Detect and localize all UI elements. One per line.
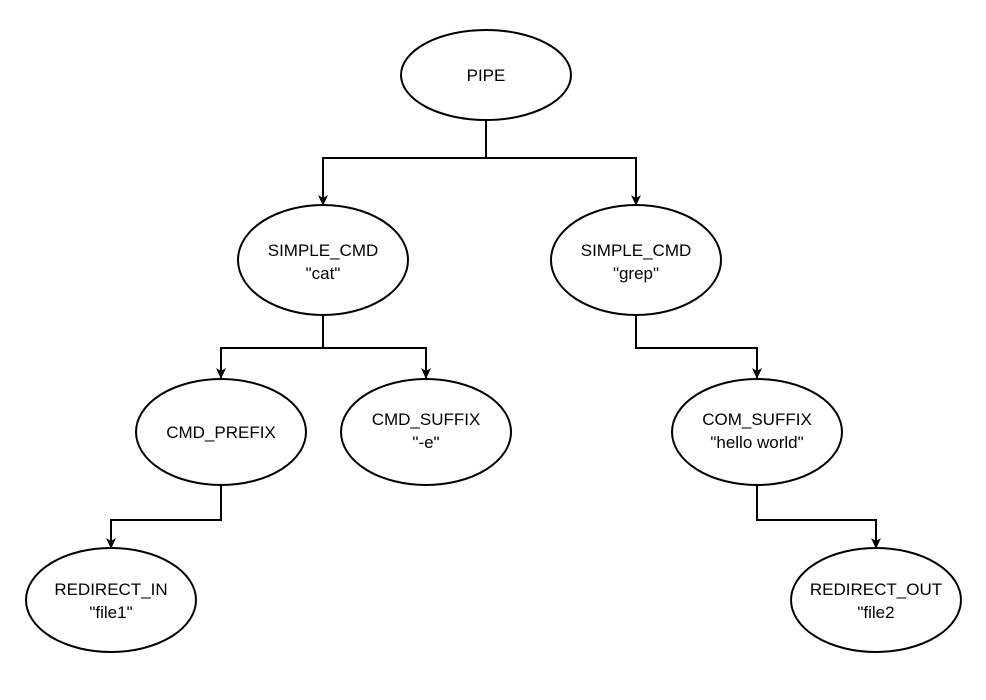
- edges: [106, 120, 881, 549]
- edge-simple-cmd-cat-to-cmd-prefix: [216, 315, 324, 379]
- edge-com-suffix-to-redirect-out: [756, 485, 881, 549]
- node-simple-cmd-cat: SIMPLE_CMD "cat": [237, 204, 409, 316]
- node-com-suffix-label: COM_SUFFIX: [702, 410, 812, 429]
- node-simple-cmd-cat-sublabel: "cat": [306, 264, 341, 283]
- node-cmd-prefix: CMD_PREFIX: [135, 378, 307, 486]
- node-com-suffix: COM_SUFFIX "hello world": [671, 378, 843, 486]
- node-pipe: PIPE: [400, 29, 572, 121]
- edge-cmd-prefix-to-redirect-in: [106, 485, 222, 549]
- node-pipe-label: PIPE: [467, 66, 506, 85]
- edge-pipe-to-simple-cmd-cat: [318, 120, 487, 206]
- node-redirect-in-label: REDIRECT_IN: [54, 580, 167, 599]
- node-cmd-suffix-label: CMD_SUFFIX: [372, 410, 481, 429]
- node-redirect-out: REDIRECT_OUT "file2: [790, 547, 962, 653]
- node-simple-cmd-grep-label: SIMPLE_CMD: [581, 241, 692, 260]
- node-redirect-in: REDIRECT_IN "file1": [25, 547, 197, 653]
- node-cmd-suffix-sublabel: "-e": [412, 433, 439, 452]
- node-cmd-suffix: CMD_SUFFIX "-e": [340, 378, 512, 486]
- node-redirect-in-sublabel: "file1": [89, 603, 132, 622]
- node-simple-cmd-grep: SIMPLE_CMD "grep": [550, 204, 722, 316]
- edge-pipe-to-simple-cmd-grep: [486, 157, 641, 206]
- node-simple-cmd-cat-label: SIMPLE_CMD: [268, 241, 379, 260]
- node-simple-cmd-grep-sublabel: "grep": [613, 264, 659, 283]
- node-redirect-out-label: REDIRECT_OUT: [810, 580, 942, 599]
- edge-simple-cmd-cat-to-cmd-suffix: [323, 347, 431, 379]
- node-redirect-out-sublabel: "file2: [857, 603, 894, 622]
- edge-simple-cmd-grep-to-com-suffix: [635, 315, 762, 379]
- node-cmd-prefix-label: CMD_PREFIX: [166, 423, 276, 442]
- node-com-suffix-sublabel: "hello world": [710, 433, 803, 452]
